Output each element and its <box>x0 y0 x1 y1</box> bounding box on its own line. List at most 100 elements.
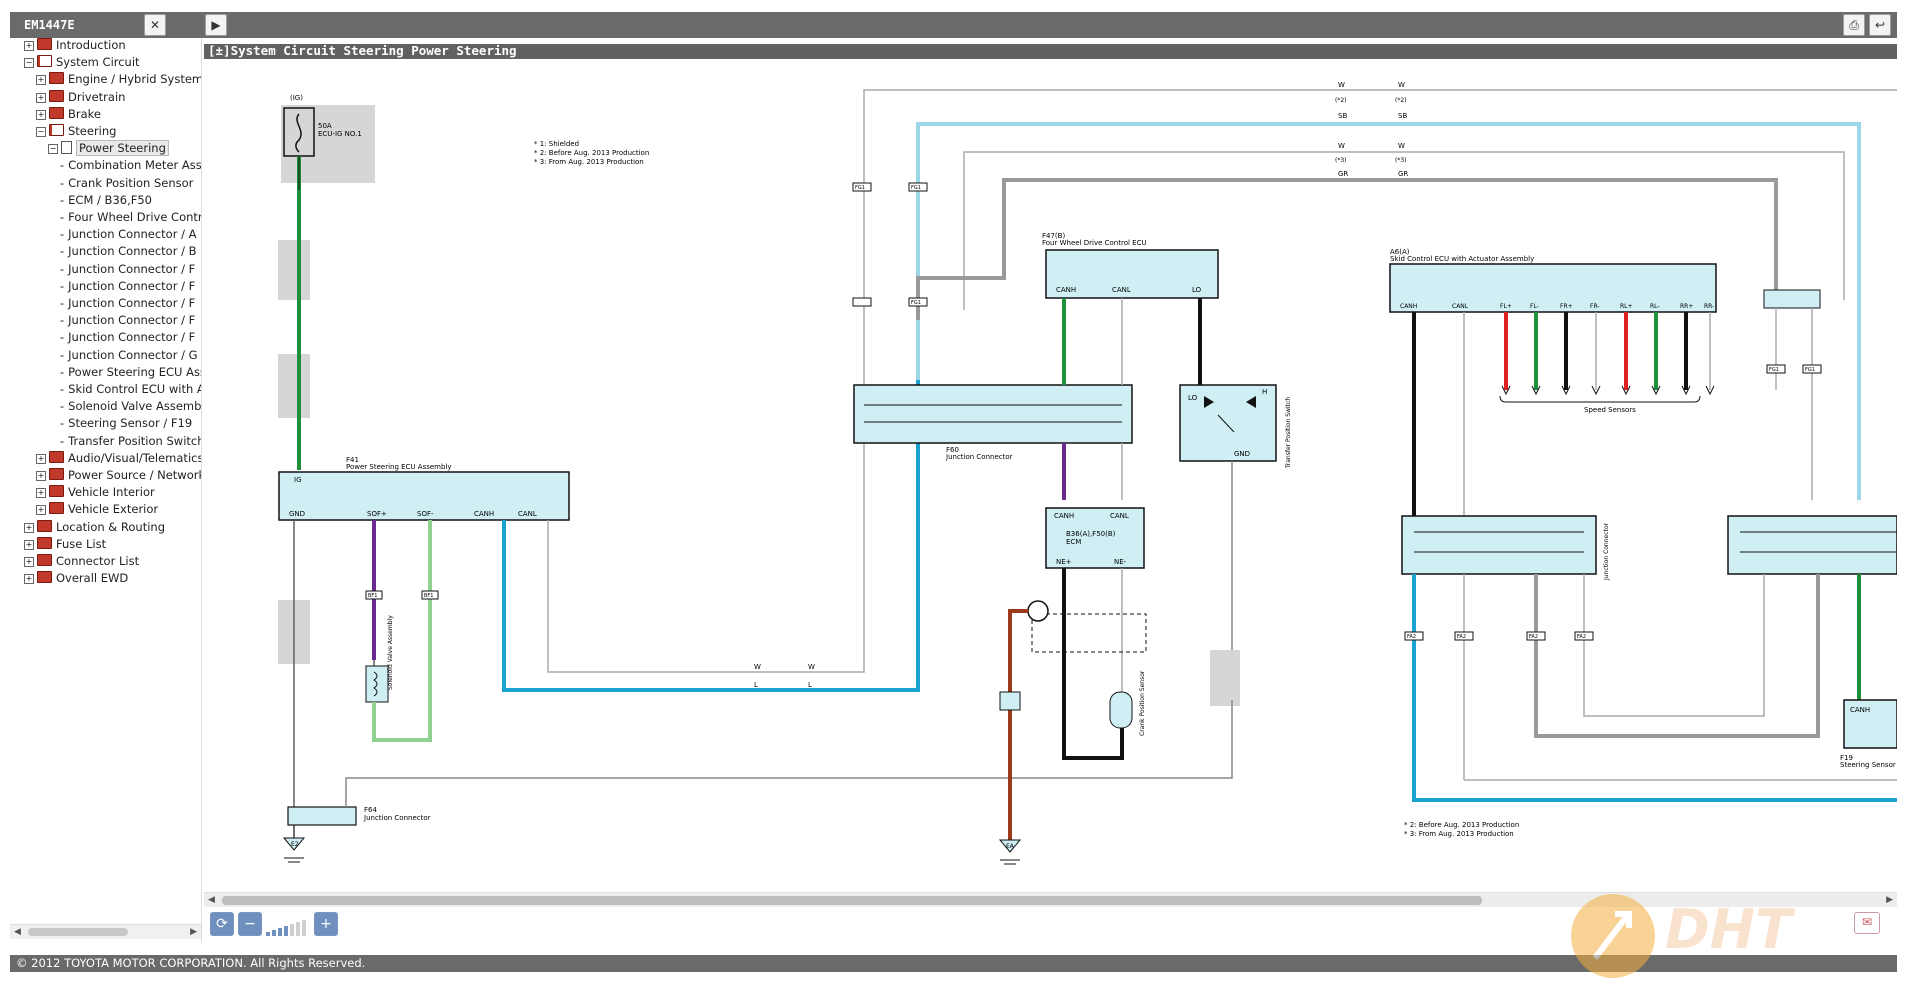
fg1-connector <box>1766 364 1786 374</box>
expand-icon[interactable]: + <box>24 557 34 567</box>
diagram-scroll-thumb[interactable] <box>222 896 1482 905</box>
tree-item[interactable]: +Engine / Hybrid System <box>36 72 201 91</box>
tree-item[interactable]: +Introduction <box>24 38 126 57</box>
c10-junction-box[interactable] <box>1763 289 1821 309</box>
book-icon <box>49 502 64 515</box>
scroll-right-icon[interactable]: ▶ <box>190 927 197 937</box>
expand-icon[interactable]: + <box>36 471 46 481</box>
right-junction-box[interactable] <box>1727 515 1897 575</box>
tree-item[interactable]: -Junction Connector / F <box>60 279 195 298</box>
tree-item[interactable]: -Transfer Position Switch <box>60 433 202 453</box>
svg-text:DHT: DHT <box>1665 898 1796 961</box>
expand-icon[interactable]: + <box>24 41 34 51</box>
zoom-out-icon[interactable]: − <box>238 912 262 936</box>
b46-junction-box[interactable] <box>999 691 1021 711</box>
f19-code: F19 <box>1840 754 1853 762</box>
wire-brown <box>1008 609 1028 840</box>
print-button[interactable]: ⎙ <box>1843 14 1865 36</box>
tree-item[interactable]: +Overall EWD <box>24 571 128 590</box>
b14-sensor-box[interactable] <box>1109 691 1133 729</box>
refresh-icon[interactable]: ⟳ <box>210 912 234 936</box>
expand-icon[interactable]: + <box>36 505 46 516</box>
scroll-left-icon[interactable]: ◀ <box>208 895 215 905</box>
tree-item[interactable]: -Junction Connector / F <box>60 262 195 281</box>
collapse-icon[interactable]: − <box>24 58 34 69</box>
tree-item[interactable]: -Combination Meter Assembly <box>60 158 201 177</box>
b36-ecm-box[interactable] <box>1045 507 1145 569</box>
tree-item-label: Four Wheel Drive Control ECU <box>68 210 202 224</box>
zoom-in-icon[interactable]: + <box>314 912 338 936</box>
tree-item-label: Transfer Position Switch <box>68 433 202 448</box>
tree-item[interactable]: -Power Steering ECU Assembly <box>60 365 201 384</box>
diagram-scrollbar[interactable]: ◀ ▶ <box>204 892 1897 907</box>
tree-item[interactable]: +Fuse List <box>24 536 106 556</box>
expand-icon[interactable]: + <box>24 522 34 533</box>
b14-name: Crank Position Sensor <box>1139 670 1146 736</box>
tree-item-label: System Circuit <box>56 55 140 70</box>
f47-ecu-box[interactable] <box>1045 249 1219 299</box>
tree-leaf-dash: - <box>60 433 65 448</box>
f64-name: Junction Connector <box>363 814 431 822</box>
f19-sensor-box[interactable] <box>1843 699 1897 749</box>
expand-button[interactable]: ▶ <box>205 14 227 36</box>
tree-item[interactable]: -Junction Connector / G <box>60 348 198 367</box>
speed-sensor-brace <box>1499 395 1701 403</box>
tree-item[interactable]: -Junction Connector / F <box>60 296 195 315</box>
bf1-label: BF1 <box>424 593 434 599</box>
f41-pin-ig: IG <box>294 476 302 484</box>
tree-item[interactable]: +Brake <box>36 106 101 126</box>
tree-item[interactable]: -Four Wheel Drive Control ECU <box>60 210 202 229</box>
tree-item[interactable]: -Steering Sensor / F19 <box>60 416 192 435</box>
tree-item[interactable]: -Skid Control ECU with Actuator <box>60 382 201 401</box>
collapse-icon[interactable]: − <box>48 144 58 155</box>
chat-icon[interactable]: ✉ <box>1854 912 1880 934</box>
tree-leaf-dash: - <box>60 347 65 362</box>
scroll-left-icon[interactable]: ◀ <box>14 927 21 937</box>
tree-item[interactable]: -Junction Connector / B <box>60 244 197 263</box>
scroll-right-icon[interactable]: ▶ <box>1886 895 1893 905</box>
f41-ecu-box[interactable] <box>278 471 570 521</box>
zoom-level-indicator[interactable] <box>266 920 308 936</box>
tree-item[interactable]: −Steering <box>36 124 116 143</box>
close-panel-button[interactable]: ✕ <box>144 14 166 36</box>
connector-arrow-icon <box>1591 385 1601 396</box>
tree-item[interactable]: -Junction Connector / F <box>60 313 195 332</box>
tree-item[interactable]: +Connector List <box>24 554 139 573</box>
note-1: * 1: Shielded <box>534 140 579 148</box>
a36-junction-box[interactable] <box>1401 515 1597 575</box>
f64-junction-box[interactable] <box>287 806 357 826</box>
expand-icon[interactable]: + <box>36 75 46 86</box>
a6-ecu-box[interactable] <box>1389 263 1717 313</box>
expand-icon[interactable]: + <box>36 453 46 464</box>
expand-icon[interactable]: + <box>24 574 34 585</box>
f73-switch-box[interactable] <box>1179 384 1277 462</box>
tree-item[interactable]: +Audio/Visual/Telematics <box>36 450 201 470</box>
sidebar-scroll-thumb[interactable] <box>28 928 128 936</box>
circuit-diagram[interactable]: (IG) 50A ECU-IG NO.1 * 1: Shielded * 2: … <box>204 60 1897 892</box>
book-icon <box>49 450 64 463</box>
tree-item[interactable]: -Junction Connector / F <box>60 330 195 349</box>
expand-icon[interactable]: + <box>36 109 46 120</box>
tree-item[interactable]: +Vehicle Exterior <box>36 502 158 521</box>
expand-icon[interactable]: + <box>24 539 34 550</box>
expand-icon[interactable]: + <box>36 92 46 103</box>
tree-item[interactable]: -Crank Position Sensor <box>60 176 193 195</box>
tree-item[interactable]: +Location & Routing <box>24 519 165 539</box>
collapse-icon[interactable]: − <box>36 127 46 137</box>
tree-item[interactable]: -Solenoid Valve Assembly <box>60 399 201 418</box>
tree-item[interactable]: -Junction Connector / A <box>60 227 197 246</box>
f73-label-gnd: GND <box>1234 450 1250 458</box>
expand-icon[interactable]: + <box>36 488 46 499</box>
sidebar-scrollbar[interactable]: ◀ ▶ <box>10 924 201 939</box>
book-icon <box>49 124 64 136</box>
back-button[interactable]: ↩ <box>1869 14 1891 36</box>
tree-item[interactable]: +Drivetrain <box>36 89 125 109</box>
tree-item[interactable]: −Power Steering <box>48 140 169 160</box>
f60-code: F60 <box>946 446 959 454</box>
tree-item[interactable]: − System Circuit <box>24 55 140 74</box>
tree-item[interactable]: +Power Source / Network <box>36 468 201 487</box>
fa2-connector <box>1404 631 1424 641</box>
tree-item[interactable]: -ECM / B36,F50 <box>60 193 152 212</box>
tree-item[interactable]: +Vehicle Interior <box>36 485 155 504</box>
f60-junction-box[interactable] <box>853 384 1133 444</box>
